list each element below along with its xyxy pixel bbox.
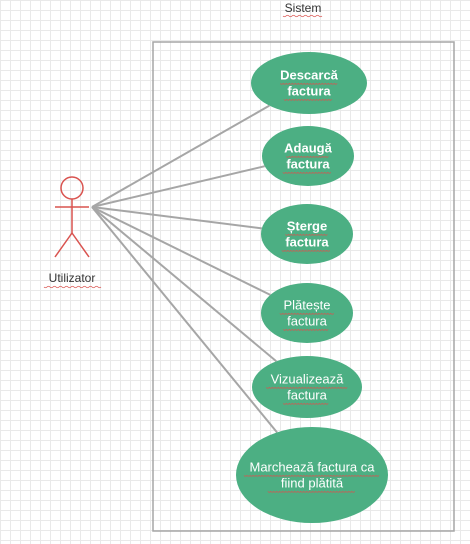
use-case-label: Marchează factura ca: [249, 460, 375, 475]
association-line: [91, 206, 277, 363]
use-case-label: Vizualizează: [271, 372, 345, 387]
use-case-ellipse: [262, 126, 354, 186]
use-case-ellipse: [252, 356, 362, 418]
use-case-label: factura: [287, 388, 328, 403]
association-line: [91, 206, 278, 434]
use-case-label: Descarcă: [280, 68, 339, 83]
use-case-ellipse: [251, 52, 367, 114]
use-case-label: factura: [287, 84, 331, 99]
spellcheck-underline: [286, 155, 329, 158]
spellcheck-underline: [282, 402, 329, 405]
spellcheck-underline: [279, 82, 338, 85]
spellcheck-underline: [43, 285, 102, 289]
spellcheck-underline: [285, 233, 328, 236]
association-line: [91, 104, 270, 208]
actor-left-leg: [54, 232, 73, 258]
association-line: [91, 206, 262, 230]
spellcheck-underline: [265, 386, 348, 389]
association-lines: [91, 104, 278, 434]
actor-utilizator[interactable]: Utilizator: [43, 176, 102, 289]
use-case-label: Adaugă: [284, 141, 332, 156]
spellcheck-underline: [282, 171, 332, 174]
actor-right-leg: [71, 232, 90, 258]
use-case-label: factura: [287, 314, 328, 329]
system-title: Sistem: [285, 1, 322, 15]
use-case-ellipse: [261, 283, 353, 343]
use-case-label: factura: [286, 157, 330, 172]
use-case-label: Șterge: [287, 219, 327, 234]
use-case-label: factura: [285, 235, 329, 250]
spellcheck-underline: [282, 328, 329, 331]
spellcheck-underline: [283, 98, 333, 101]
use-cases: DescarcăfacturaAdaugăfacturaȘtergefactur…: [236, 52, 388, 523]
association-line: [91, 206, 271, 296]
use-case-ellipse: [236, 427, 388, 523]
system-boundary: [152, 41, 455, 532]
actor-head: [60, 176, 84, 200]
use-case-label: Plătește: [284, 298, 331, 313]
use-case-ellipse: [261, 204, 353, 264]
spellcheck-underline: [282, 14, 323, 18]
actor-label: Utilizator: [49, 271, 96, 285]
spellcheck-underline: [267, 490, 356, 493]
spellcheck-underline: [281, 249, 331, 252]
spellcheck-underline: [279, 312, 335, 315]
use-case-label: fiind plătită: [281, 476, 344, 491]
association-line: [91, 165, 265, 208]
spellcheck-underline: [243, 474, 380, 477]
